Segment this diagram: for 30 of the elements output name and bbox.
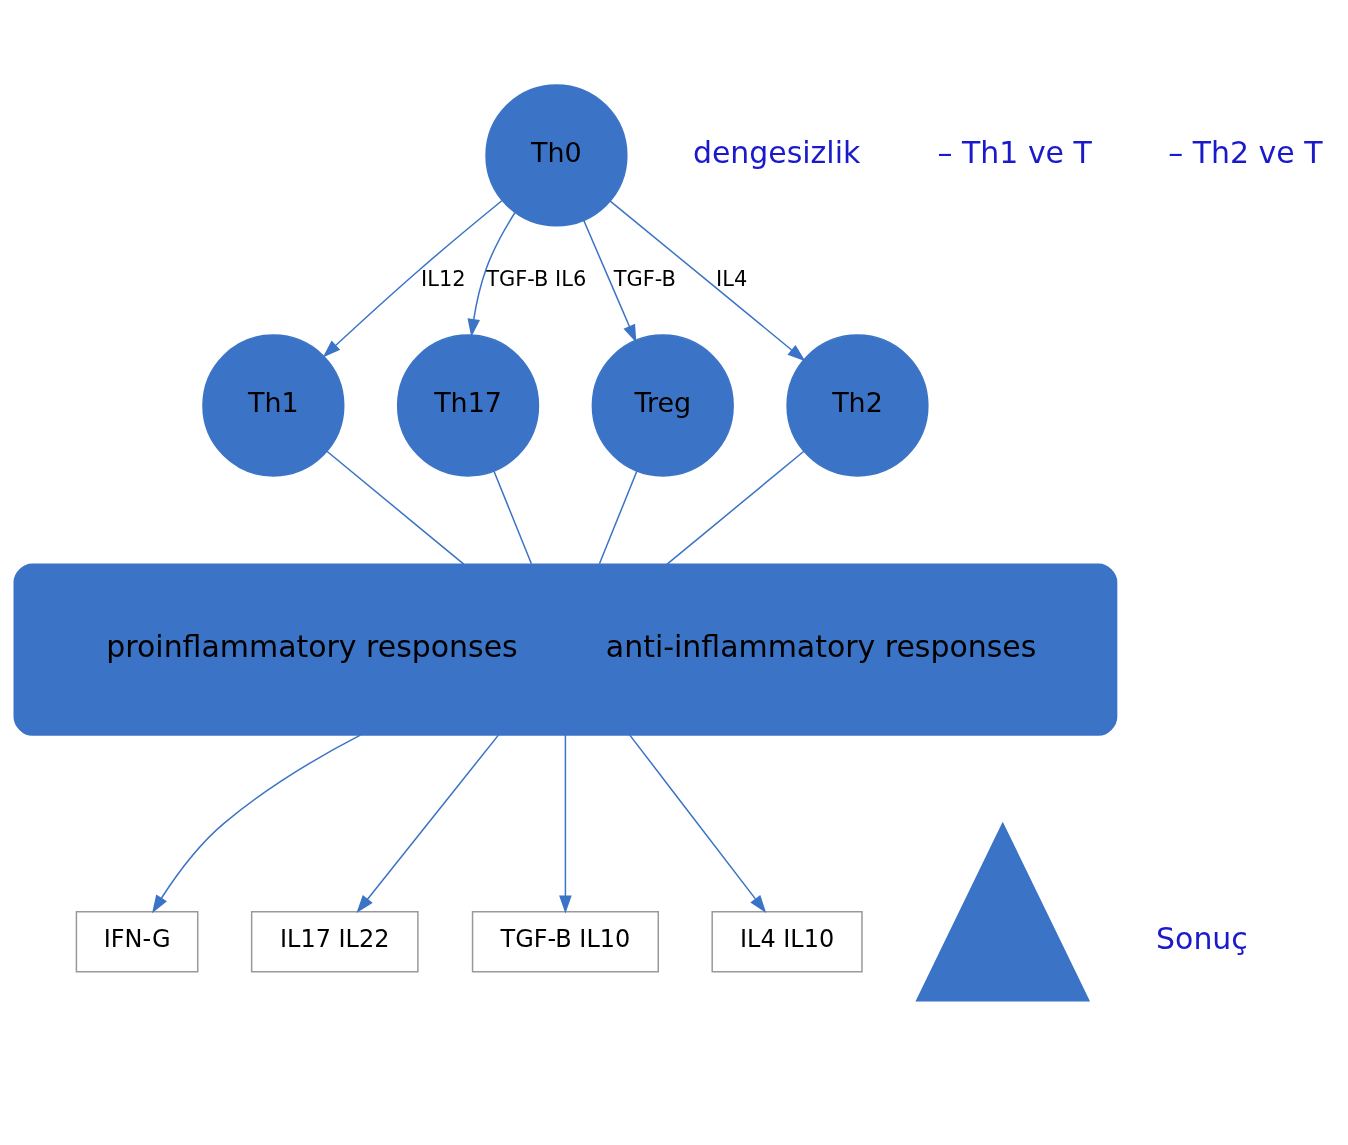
node-box: proinflammatory responses anti-inflammatory responses <box>13 563 1118 736</box>
arrow <box>467 212 516 338</box>
connector <box>666 450 805 565</box>
arrow <box>356 734 500 913</box>
arrow <box>629 734 767 913</box>
label: – Th1 ve T <box>937 134 1092 170</box>
node-box: IFN-G <box>75 911 199 973</box>
node-triangle <box>915 821 1091 1002</box>
node-circle: Treg <box>591 334 734 477</box>
node-box: TGF-B IL10 <box>471 911 659 973</box>
label: Sonuç <box>1156 921 1248 957</box>
edge-label: TGF-B <box>613 266 676 291</box>
edge-label: IL12 <box>421 266 466 291</box>
arrow <box>583 219 637 343</box>
node-circle: Th0 <box>485 84 628 227</box>
node-box: IL4 IL10 <box>711 911 863 973</box>
label: dengesizlik <box>692 134 861 170</box>
connector <box>598 470 638 565</box>
edge-label: TGF-B IL6 <box>486 266 587 291</box>
node-circle: Th1 <box>202 334 345 477</box>
edge-label: IL4 <box>716 266 748 291</box>
connector <box>326 450 465 565</box>
arrow <box>322 199 503 358</box>
arrow <box>609 200 806 362</box>
connector <box>493 470 533 565</box>
node-circle: Th17 <box>396 334 540 477</box>
label: – Th2 ve T <box>1168 134 1323 170</box>
arrow <box>152 734 362 914</box>
node-box: IL17 IL22 <box>250 911 419 973</box>
arrow <box>559 734 572 914</box>
